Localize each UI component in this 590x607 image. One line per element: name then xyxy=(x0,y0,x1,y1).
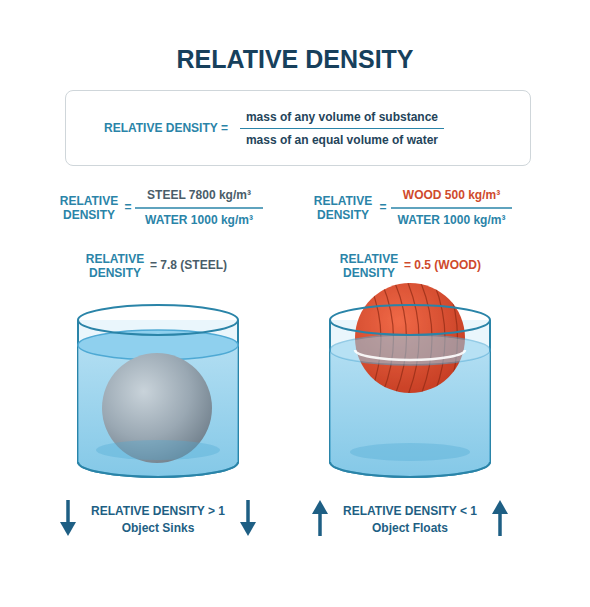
formula-box: RELATIVE DENSITY = mass of any volume of … xyxy=(65,90,531,166)
result-value: = 7.8 (STEEL) xyxy=(150,258,270,272)
fraction-line xyxy=(391,207,512,209)
equals-sign: = xyxy=(122,200,134,214)
title: RELATIVE DENSITY xyxy=(0,44,590,74)
result-label: RELATIVE DENSITY xyxy=(82,252,148,281)
numerator: STEEL 7800 kg/m³ xyxy=(133,188,265,202)
formula-label: RELATIVE DENSITY xyxy=(310,194,376,223)
numerator: mass of any volume of substance xyxy=(240,110,444,129)
rule-label: RELATIVE DENSITY < 1 xyxy=(330,504,490,518)
result-label: RELATIVE DENSITY xyxy=(336,252,402,281)
steel-beaker xyxy=(78,305,238,477)
equals-sign: = xyxy=(377,200,389,214)
formula-label: RELATIVE DENSITY = xyxy=(104,121,228,135)
denominator: WATER 1000 kg/m³ xyxy=(133,213,265,227)
numerator: WOOD 500 kg/m³ xyxy=(389,188,514,202)
denominator: mass of an equal volume of water xyxy=(240,129,444,147)
rule-label: RELATIVE DENSITY > 1 xyxy=(78,504,238,518)
result-value: = 0.5 (WOOD) xyxy=(404,258,524,272)
outcome-label: Object Floats xyxy=(330,521,490,535)
wood-beaker xyxy=(330,283,490,477)
denominator: WATER 1000 kg/m³ xyxy=(389,213,514,227)
direction-arrows xyxy=(60,500,508,536)
outcome-label: Object Sinks xyxy=(78,521,238,535)
fraction-line xyxy=(135,207,263,209)
formula-label: RELATIVE DENSITY xyxy=(56,194,122,223)
